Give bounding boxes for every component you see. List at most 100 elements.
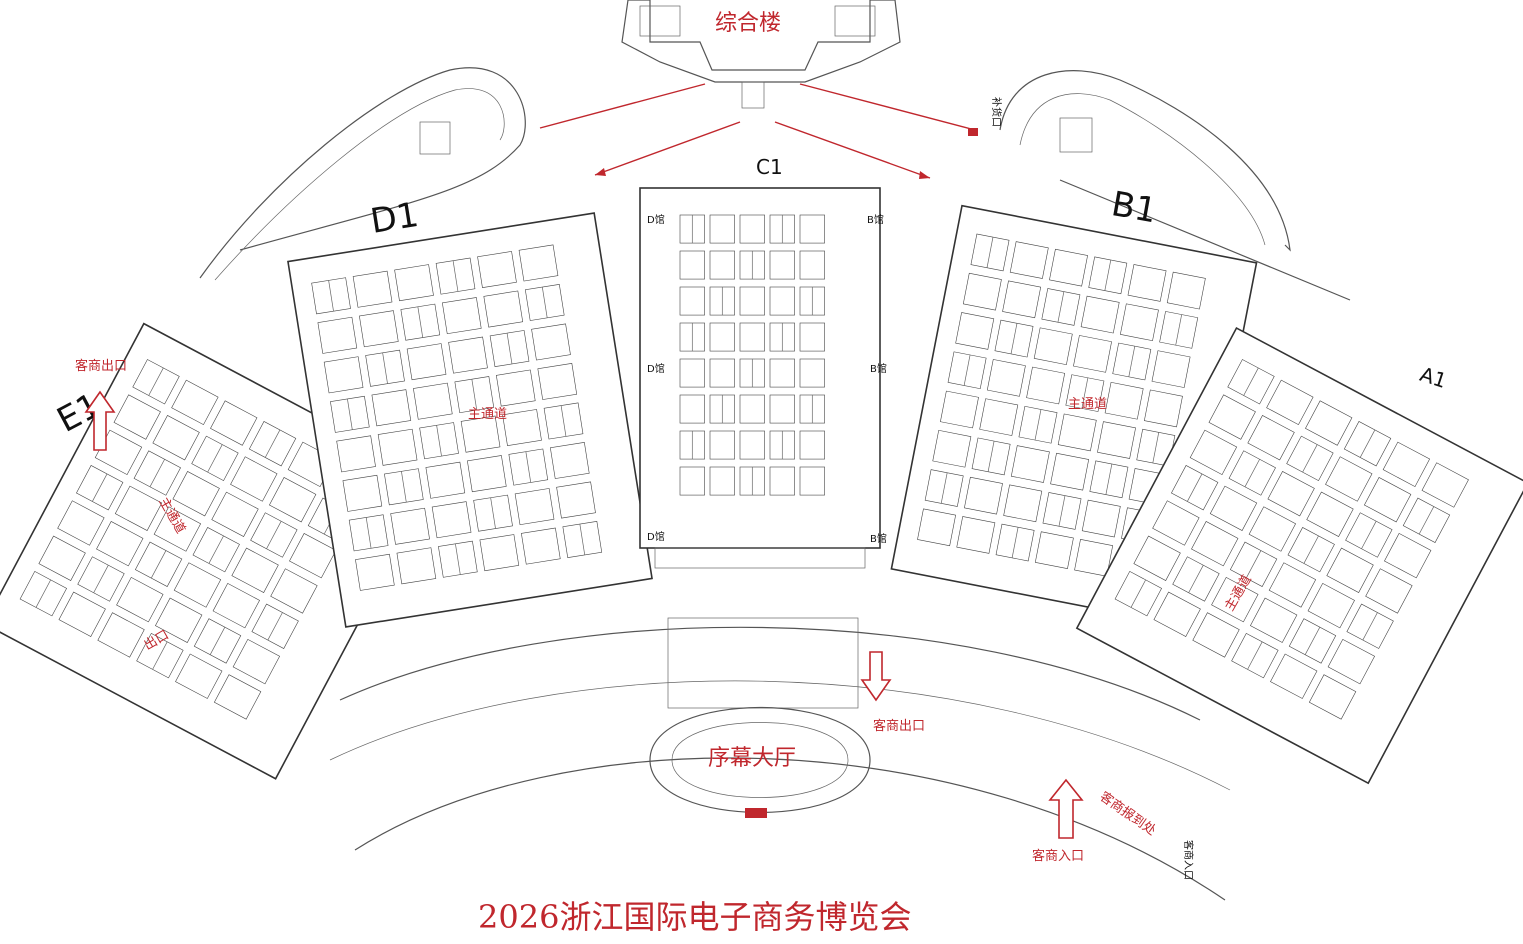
- booth: [96, 521, 144, 567]
- booth: [377, 428, 418, 466]
- booth: [1151, 350, 1191, 388]
- booth: [679, 466, 705, 496]
- booth: [932, 429, 972, 468]
- booth: [1133, 535, 1181, 581]
- booth: [352, 270, 393, 308]
- restock-marker: [968, 128, 978, 136]
- booth-divider: [1302, 444, 1318, 473]
- booth-divider: [401, 471, 407, 503]
- booth-divider: [525, 451, 532, 483]
- booth: [1104, 381, 1144, 420]
- booth: [114, 485, 163, 531]
- booth-divider: [264, 429, 281, 458]
- booth-divider: [328, 280, 334, 312]
- booth: [1268, 562, 1317, 608]
- d-hall-door-1: D馆: [647, 213, 665, 226]
- booth: [679, 250, 705, 280]
- booth: [1247, 415, 1295, 461]
- road-loop-right: [999, 70, 1351, 301]
- booth: [955, 312, 995, 350]
- d-hall-door-3: D馆: [647, 530, 665, 543]
- booth: [1266, 379, 1314, 426]
- booth-divider: [207, 444, 223, 473]
- booth-divider: [560, 405, 567, 437]
- booth: [709, 214, 735, 244]
- booth: [317, 316, 358, 354]
- booth: [1009, 241, 1049, 279]
- booth-divider: [152, 641, 168, 670]
- lobby-area: [329, 617, 1231, 901]
- booth: [1073, 335, 1112, 373]
- booth: [709, 430, 735, 460]
- booth-divider: [1175, 314, 1183, 346]
- booth: [1119, 303, 1159, 342]
- booth-divider: [1010, 323, 1018, 354]
- booth: [1002, 280, 1042, 319]
- booth-divider: [1058, 495, 1066, 527]
- booth: [268, 477, 317, 523]
- booth-divider: [417, 306, 424, 338]
- booth-divider: [987, 441, 995, 472]
- booth-divider: [266, 521, 282, 549]
- booth-divider: [1187, 473, 1203, 502]
- office-building-label: 综合楼: [715, 11, 781, 36]
- booth: [531, 323, 571, 361]
- booth: [1382, 441, 1431, 488]
- booth-divider: [92, 473, 108, 502]
- booth-divider: [267, 612, 283, 641]
- visitor-entrance-marker: [1048, 778, 1084, 839]
- booth-divider: [1152, 432, 1160, 464]
- booth: [514, 488, 555, 526]
- booth: [1363, 477, 1412, 523]
- booth: [173, 562, 222, 608]
- visitor-exit-left-marker: [84, 390, 116, 451]
- booth: [769, 394, 795, 424]
- booth: [1127, 264, 1167, 302]
- entrance-small-label: 客商入口: [1182, 840, 1195, 880]
- booth: [1307, 582, 1355, 629]
- booth-divider: [35, 579, 51, 608]
- booth: [155, 597, 203, 643]
- booth: [1192, 612, 1240, 658]
- b-hall-door-2: B馆: [870, 362, 887, 375]
- hall-d1-label: D1: [368, 195, 421, 242]
- booth: [1010, 445, 1050, 483]
- booth: [1209, 485, 1258, 531]
- booth: [152, 415, 200, 461]
- booth: [211, 491, 259, 537]
- booth-divider: [347, 398, 353, 430]
- booth: [979, 398, 1019, 436]
- booth-divider: [208, 535, 224, 564]
- booth: [521, 527, 561, 565]
- booth: [709, 322, 735, 352]
- booth-divider: [452, 260, 459, 292]
- booth: [964, 476, 1003, 515]
- booth: [1327, 638, 1376, 685]
- booth: [1033, 327, 1073, 366]
- booth: [1421, 462, 1469, 508]
- booth-divider: [382, 352, 388, 384]
- booth: [359, 310, 399, 348]
- d-hall-door-2: D馆: [647, 362, 665, 375]
- booth-divider: [940, 472, 948, 504]
- b-hall-door-1: B馆: [867, 213, 884, 226]
- booth-divider: [1011, 527, 1019, 558]
- booth-divider: [1418, 506, 1435, 535]
- booth: [956, 516, 996, 554]
- booth-divider: [209, 627, 226, 655]
- booth: [210, 400, 258, 446]
- booth: [1270, 653, 1318, 699]
- booth: [231, 547, 279, 593]
- booth: [1211, 576, 1259, 623]
- booth: [739, 286, 765, 316]
- booth: [769, 286, 795, 316]
- booth-divider: [490, 497, 496, 529]
- visitor-checkin-label: 客商报到处: [1097, 789, 1159, 839]
- booth-divider: [541, 286, 548, 318]
- booth-divider: [1361, 521, 1377, 549]
- booth-divider: [148, 367, 164, 396]
- visitor-exit-left-label: 客商出口: [75, 358, 127, 374]
- booth-divider: [963, 354, 971, 386]
- booth: [477, 251, 517, 288]
